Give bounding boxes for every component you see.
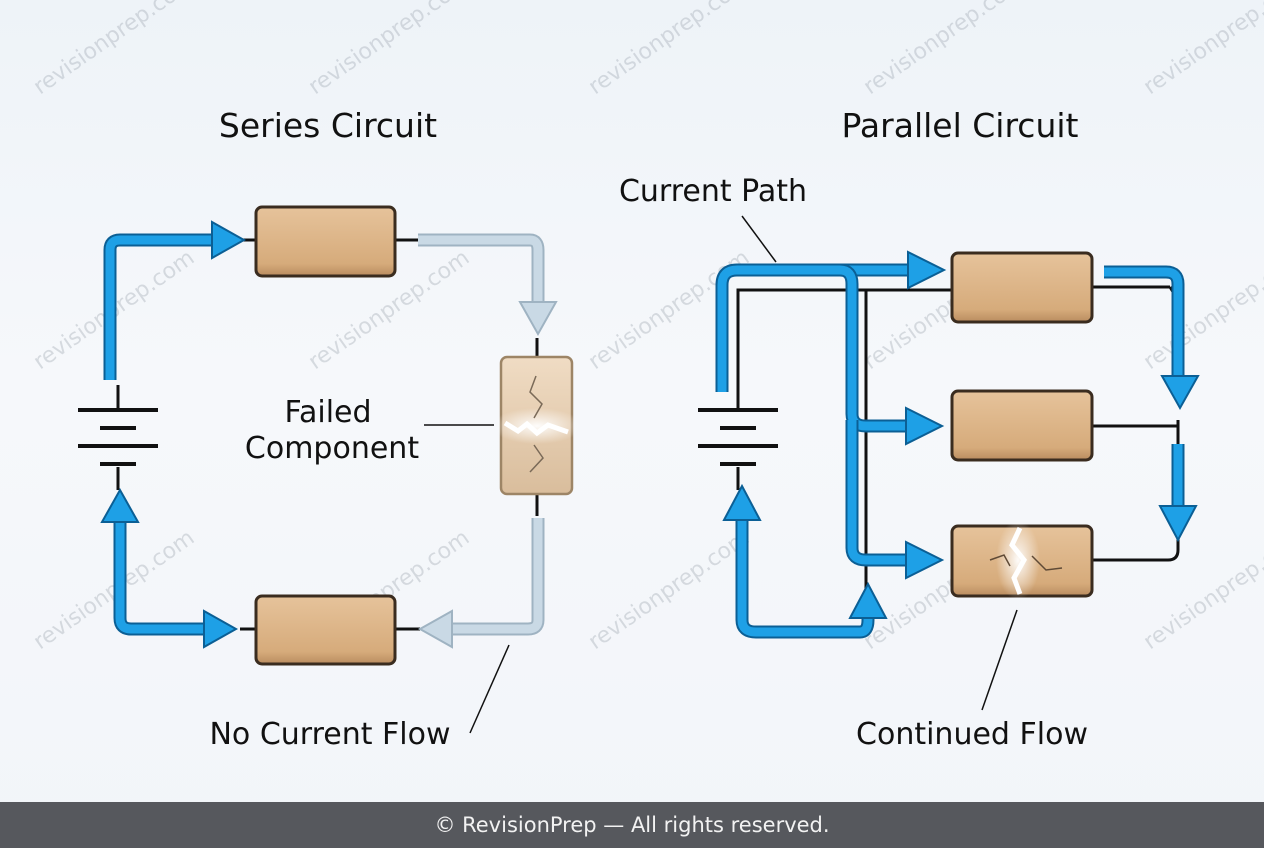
arrow-right-icon <box>905 540 945 580</box>
continued-flow-label: Continued Flow <box>856 717 1088 752</box>
watermark: revisionprep.com <box>584 0 754 100</box>
series-resistor-top <box>254 205 397 278</box>
series-no-current-path <box>417 233 558 649</box>
no-current-flow-leader-line <box>469 644 510 734</box>
parallel-circuit-title: Parallel Circuit <box>842 106 1079 145</box>
parallel-circuit: Parallel Circuit <box>619 106 1200 752</box>
series-resistor-bottom <box>254 594 397 666</box>
arrow-up-icon <box>722 483 762 521</box>
arrow-down-icon <box>1158 505 1198 543</box>
failed-component-label-line1: Failed <box>284 395 371 430</box>
arrow-right-icon <box>203 609 239 649</box>
arrow-down-icon <box>518 301 558 337</box>
arrow-up-icon <box>100 487 140 523</box>
series-failed-component <box>491 355 583 496</box>
parallel-failed-component <box>950 520 1094 600</box>
parallel-battery-icon <box>698 408 778 466</box>
watermark: revisionprep.com <box>304 0 474 100</box>
arrow-down-icon <box>1160 375 1200 411</box>
crack-icon <box>989 554 1011 567</box>
arrow-right-icon <box>905 406 945 446</box>
series-circuit-title: Series Circuit <box>219 106 437 145</box>
arrow-left-icon <box>417 609 453 649</box>
arrow-up-icon <box>848 581 888 619</box>
series-circuit: Series Circuit <box>78 106 583 752</box>
current-path-leader-line <box>741 215 777 263</box>
watermark: revisionprep.com <box>1139 245 1264 375</box>
no-current-flow-label: No Current Flow <box>209 717 450 752</box>
series-current-flow <box>100 220 247 649</box>
current-path-label: Current Path <box>619 174 807 209</box>
watermark: revisionprep.com <box>584 525 754 655</box>
series-wires <box>116 238 539 631</box>
watermark: revisionprep.com <box>1139 0 1264 100</box>
series-battery-icon <box>78 408 158 466</box>
continued-flow-leader-line <box>981 609 1018 711</box>
parallel-resistor-top <box>950 251 1094 324</box>
copyright-footer: © RevisionPrep — All rights reserved. <box>0 802 1264 848</box>
crack-icon <box>529 375 543 419</box>
parallel-resistor-middle <box>950 389 1094 462</box>
failed-component-label-line2: Component <box>245 431 419 466</box>
arrow-right-icon <box>907 250 947 290</box>
watermark: revisionprep.com <box>859 0 1029 100</box>
watermark: revisionprep.com <box>1139 525 1264 655</box>
parallel-wires <box>736 285 1180 596</box>
watermark: revisionprep.com <box>29 0 199 100</box>
arrow-right-icon <box>211 220 247 260</box>
parallel-current-flow <box>715 250 1200 639</box>
